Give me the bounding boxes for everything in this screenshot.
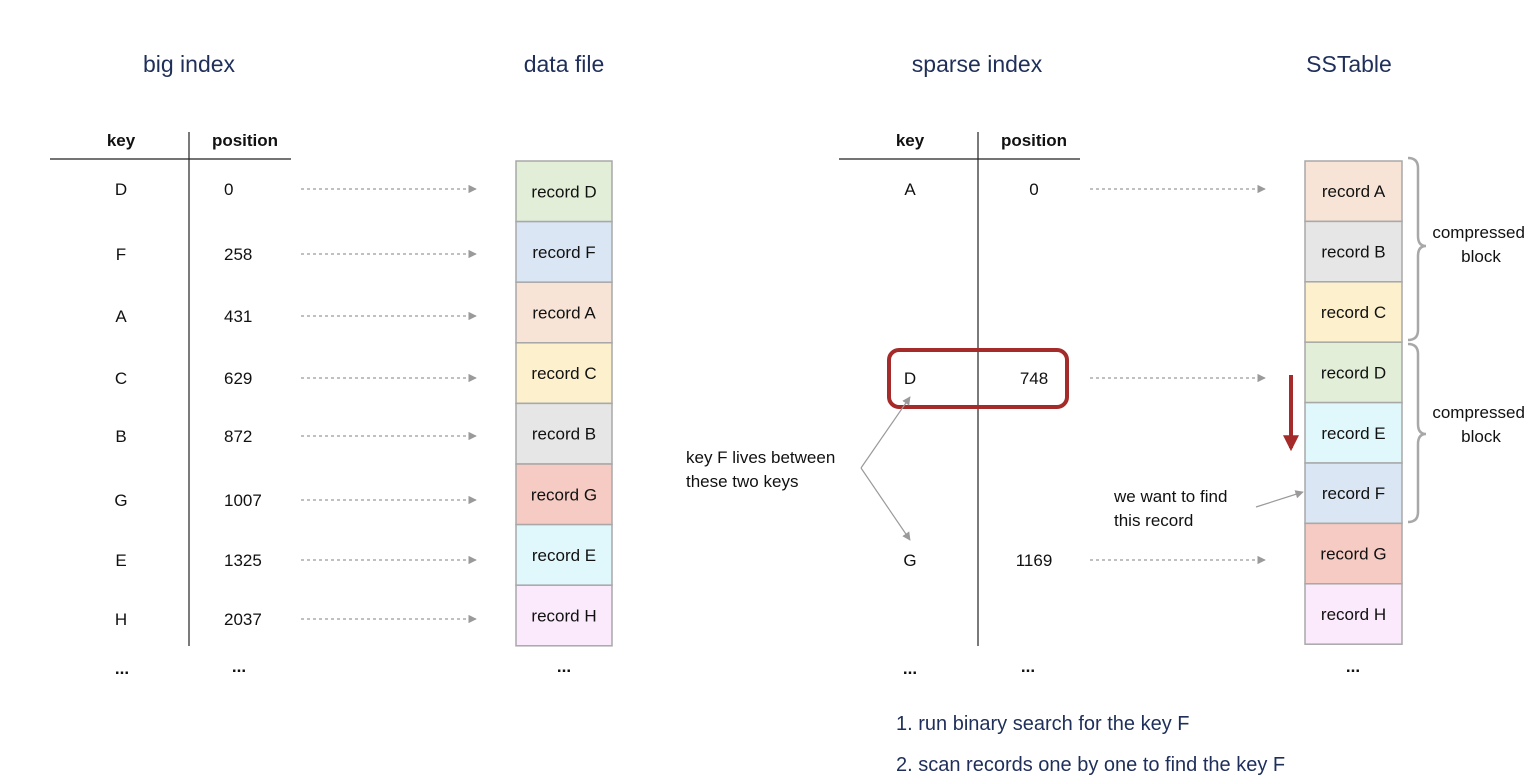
data-file-record-label: record B bbox=[532, 425, 596, 444]
sstable-record-label: record H bbox=[1321, 605, 1386, 624]
sparse-index-position-header: position bbox=[1001, 131, 1067, 150]
compressed-block-label-2: compressed block bbox=[1432, 403, 1529, 446]
compressed-block-label-1-line-2: block bbox=[1461, 247, 1501, 266]
step-1: 1. run binary search for the key F bbox=[896, 713, 1189, 735]
sstable-record bbox=[1304, 220, 1403, 283]
data-file-record bbox=[515, 342, 613, 405]
data-file-record bbox=[515, 160, 613, 223]
sstable-record-label: record C bbox=[1321, 303, 1386, 322]
sstable-title: SSTable bbox=[1306, 51, 1392, 77]
sstable-record-label: record E bbox=[1321, 424, 1385, 443]
big-index-key-cell: G bbox=[114, 491, 127, 510]
find-record-note-line-1: we want to find bbox=[1113, 487, 1227, 506]
big-index-position-header: position bbox=[212, 131, 278, 150]
big-index-key-ellipsis: ... bbox=[115, 659, 129, 678]
find-record-note: we want to find this record bbox=[1113, 487, 1232, 530]
between-keys-arrow-down bbox=[860, 467, 911, 541]
highlight-box bbox=[887, 348, 1069, 409]
big-index-position-cell: 431 bbox=[224, 307, 252, 326]
big-index-key-cell: B bbox=[115, 427, 126, 446]
sparse-index-position-cell: 0 bbox=[1029, 180, 1038, 199]
sparse-index-position-cell: 748 bbox=[1020, 369, 1048, 388]
find-record-arrow bbox=[1255, 490, 1304, 508]
big-index-position-cell: 1325 bbox=[224, 551, 262, 570]
sstable-record-label: record B bbox=[1321, 243, 1385, 262]
sstable-record-label: record D bbox=[1321, 363, 1386, 382]
step-2: 2. scan records one by one to find the k… bbox=[896, 754, 1285, 776]
big-index-position-cell: 258 bbox=[224, 245, 252, 264]
big-index-title: big index bbox=[143, 51, 236, 77]
sstable-record bbox=[1304, 341, 1403, 404]
data-file-record-label: record A bbox=[532, 304, 596, 323]
compressed-block-label-1-line-1: compressed bbox=[1432, 223, 1525, 242]
compressed-block-label-2-line-2: block bbox=[1461, 427, 1501, 446]
data-file-record bbox=[515, 523, 613, 586]
compressed-block-bracket-1 bbox=[1407, 156, 1427, 342]
compressed-block-bracket-2 bbox=[1407, 342, 1427, 524]
find-record-note-line-2: this record bbox=[1114, 511, 1193, 530]
data-file-record bbox=[515, 584, 613, 647]
big-index-key-header: key bbox=[107, 131, 136, 150]
data-file-record-label: record C bbox=[531, 364, 596, 383]
big-index-position-cell: 2037 bbox=[224, 610, 262, 629]
big-index-key-cell: A bbox=[115, 307, 127, 326]
big-index-position-ellipsis: ... bbox=[232, 657, 246, 676]
big-index-position-cell: 0 bbox=[224, 180, 233, 199]
compressed-block-label-1: compressed block bbox=[1432, 223, 1529, 266]
sparse-index-arrows bbox=[1090, 184, 1266, 565]
big-index-key-cell: E bbox=[115, 551, 126, 570]
sstable-ellipsis: ... bbox=[1346, 657, 1360, 676]
data-file-record-label: record D bbox=[531, 182, 596, 201]
sstable-record bbox=[1304, 281, 1403, 343]
big-index-arrows bbox=[301, 184, 477, 624]
data-file-records: record D record F record A record C record B… bbox=[515, 160, 613, 647]
big-index-key-cell: D bbox=[115, 180, 127, 199]
between-keys-note-line-1: key F lives between bbox=[686, 448, 835, 467]
sparse-index-key-cell: G bbox=[903, 551, 916, 570]
data-file-record bbox=[515, 281, 613, 344]
sstable-records: record A record B record C record D record E… bbox=[1304, 160, 1403, 645]
sstable-record bbox=[1304, 583, 1403, 645]
data-file-record-label: record H bbox=[531, 607, 596, 626]
data-file-record-label: record E bbox=[532, 546, 596, 565]
compressed-block-label-2-line-1: compressed bbox=[1432, 403, 1525, 422]
sstable-record bbox=[1304, 160, 1403, 223]
big-index-key-cell: H bbox=[115, 610, 127, 629]
sparse-index-position-ellipsis: ... bbox=[1021, 657, 1035, 676]
data-file-ellipsis: ... bbox=[557, 657, 571, 676]
sparse-index-key-ellipsis: ... bbox=[903, 659, 917, 678]
between-keys-note: key F lives between these two keys bbox=[686, 448, 840, 491]
sstable-record bbox=[1304, 522, 1403, 585]
sstable-record-label: record G bbox=[1320, 545, 1386, 564]
sparse-index-key-cell: D bbox=[904, 369, 916, 388]
between-keys-arrow-up bbox=[860, 396, 911, 469]
sparse-index-title: sparse index bbox=[912, 51, 1043, 77]
data-file-record-label: record F bbox=[532, 243, 595, 262]
big-index-key-cell: C bbox=[115, 369, 127, 388]
sstable-record-label: record A bbox=[1322, 182, 1386, 201]
big-index-position-cell: 629 bbox=[224, 369, 252, 388]
big-index-key-cell: F bbox=[116, 245, 126, 264]
data-file-record-label: record G bbox=[531, 485, 597, 504]
sparse-index-key-header: key bbox=[896, 131, 925, 150]
data-file-record bbox=[515, 220, 613, 283]
big-index-position-cell: 1007 bbox=[224, 491, 262, 510]
big-index-position-cell: 872 bbox=[224, 427, 252, 446]
sparse-index-key-cell: A bbox=[904, 180, 916, 199]
sparse-index-position-cell: 1169 bbox=[1016, 551, 1053, 570]
data-file-record bbox=[515, 402, 613, 465]
between-keys-note-line-2: these two keys bbox=[686, 472, 798, 491]
data-file-record bbox=[515, 463, 613, 526]
data-file-title: data file bbox=[524, 51, 605, 77]
sstable-record-label: record F bbox=[1322, 484, 1385, 503]
